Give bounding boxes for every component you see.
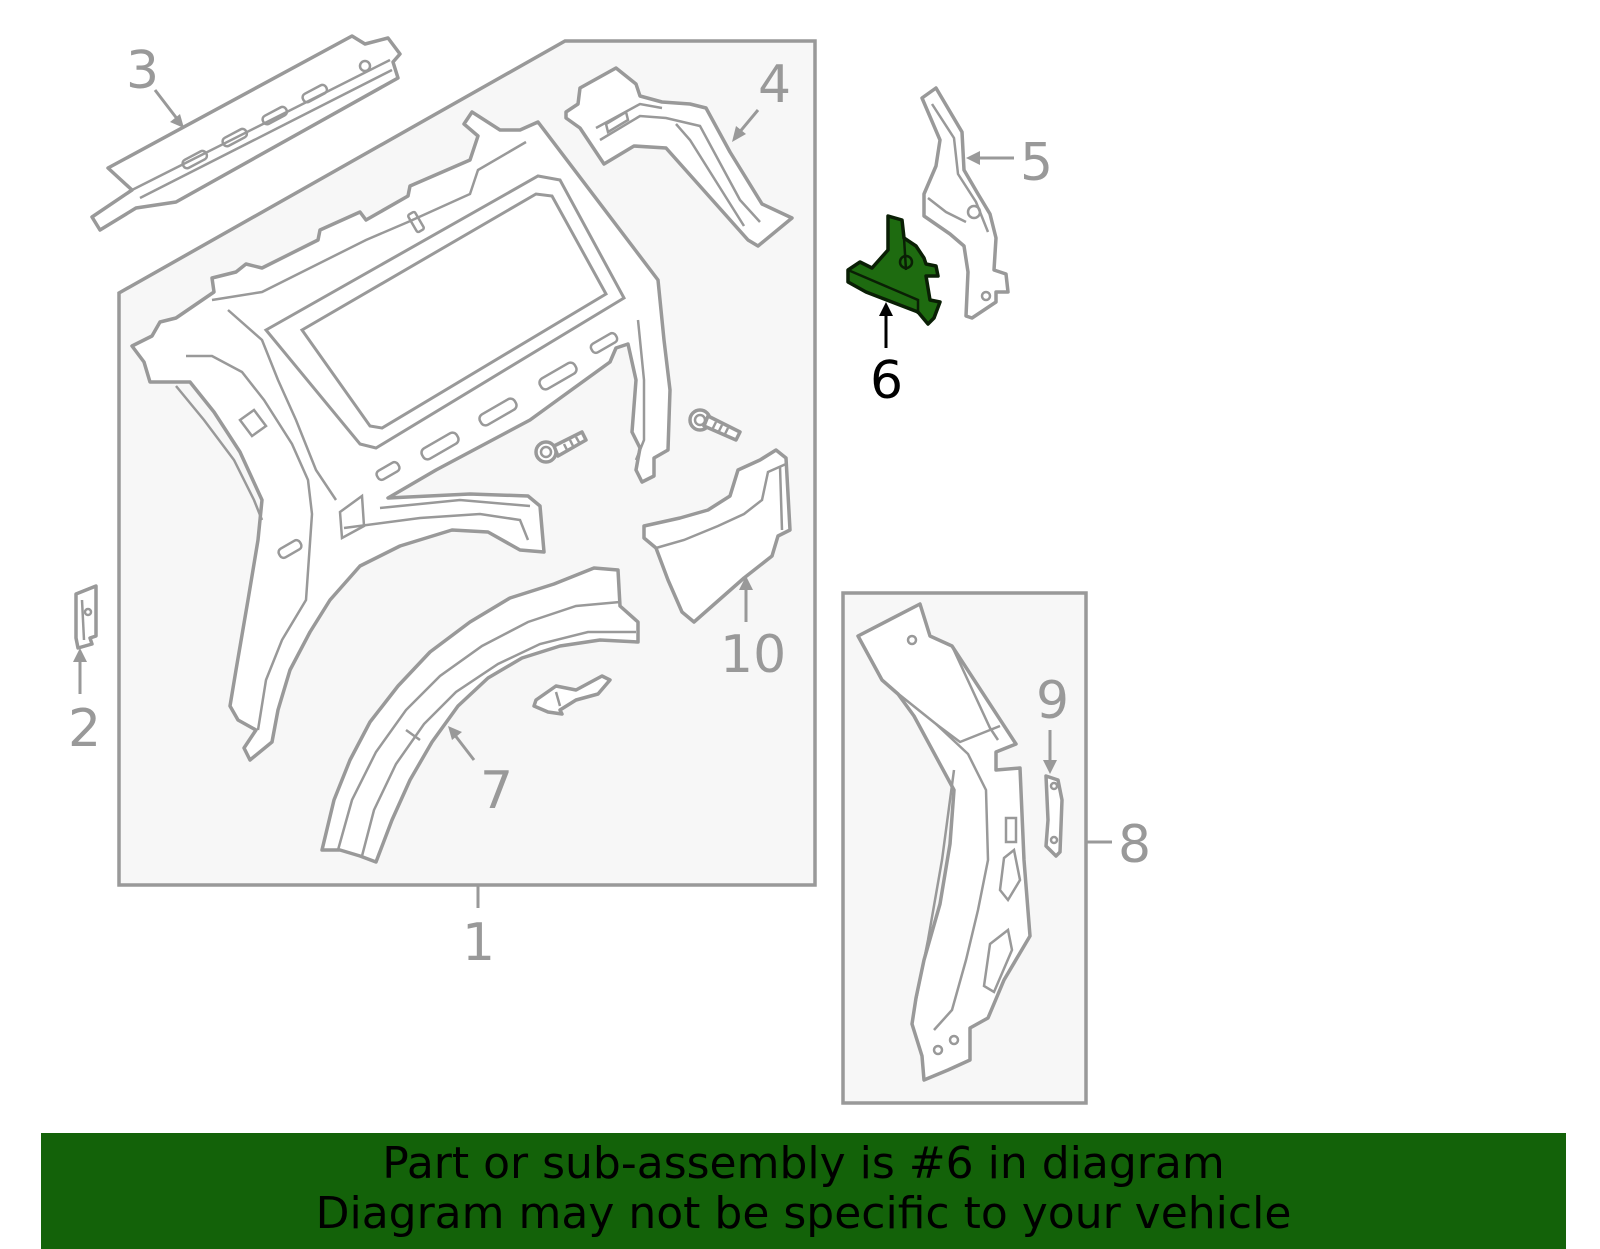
leader-9 — [1043, 730, 1057, 774]
leader-2 — [73, 648, 87, 694]
bolt-left[interactable] — [534, 430, 588, 464]
part-6[interactable] — [846, 214, 942, 326]
leader-10 — [739, 576, 753, 622]
callout-10: 10 — [720, 625, 786, 685]
part-3[interactable] — [90, 34, 402, 232]
bolt-right[interactable] — [688, 408, 742, 442]
part-5[interactable] — [920, 86, 1010, 320]
info-banner: Part or sub-assembly is #6 in diagram Di… — [41, 1133, 1566, 1249]
leader-4 — [732, 109, 760, 142]
banner-line-1: Part or sub-assembly is #6 in diagram — [382, 1138, 1225, 1189]
callout-6: 6 — [870, 351, 903, 411]
part-1[interactable] — [130, 110, 672, 762]
callout-9: 9 — [1036, 671, 1069, 731]
leader-3 — [153, 89, 184, 128]
diagram-svg: 3 4 5 6 2 10 7 1 9 8 — [68, 34, 1151, 1105]
clip-near-7[interactable] — [532, 674, 612, 716]
part-9[interactable] — [1044, 774, 1064, 858]
leader-5 — [966, 151, 1014, 165]
callout-1: 1 — [462, 913, 495, 973]
callout-7: 7 — [480, 761, 513, 821]
part-7[interactable] — [320, 566, 640, 864]
leader-6 — [879, 302, 893, 348]
part-2[interactable] — [74, 584, 98, 650]
callout-8: 8 — [1118, 815, 1151, 875]
banner-line-2: Diagram may not be specific to your vehi… — [315, 1188, 1292, 1239]
callout-2: 2 — [68, 699, 101, 759]
leader-7 — [448, 726, 476, 761]
part-4[interactable] — [564, 66, 794, 248]
part-8[interactable] — [856, 602, 1032, 1082]
callout-5: 5 — [1020, 133, 1053, 193]
callout-4: 4 — [758, 55, 791, 115]
callout-3: 3 — [126, 41, 159, 101]
part-10[interactable] — [642, 448, 792, 624]
